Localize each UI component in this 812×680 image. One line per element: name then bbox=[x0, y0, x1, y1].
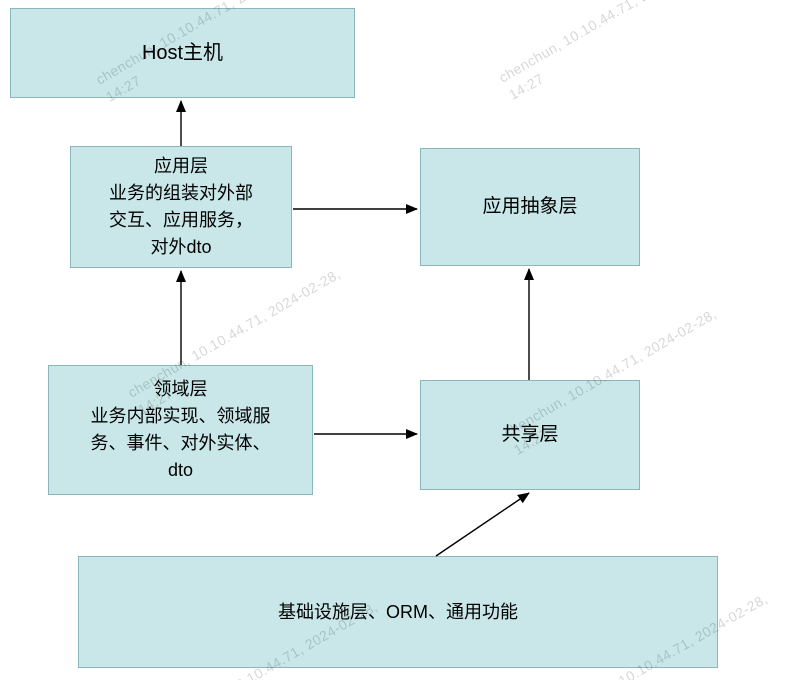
node-application-layer: 应用层 业务的组装对外部 交互、应用服务， 对外dto bbox=[70, 146, 292, 268]
watermark-text: chenchun, 10.10.44.71, 2024-02-28, 14:27 bbox=[496, 0, 714, 104]
node-application-abstraction-layer-label: 应用抽象层 bbox=[482, 195, 578, 217]
node-shared-layer: 共享层 bbox=[420, 380, 640, 490]
node-infrastructure-layer: 基础设施层、ORM、通用功能 bbox=[78, 556, 718, 668]
node-domain-layer: 领域层 业务内部实现、领域服 务、事件、对外实体、 dto bbox=[48, 365, 313, 495]
node-application-layer-label: 应用层 业务的组装对外部 交互、应用服务， 对外dto bbox=[109, 156, 253, 257]
node-domain-layer-label: 领域层 业务内部实现、领域服 务、事件、对外实体、 dto bbox=[90, 379, 271, 480]
node-host-label: Host主机 bbox=[141, 42, 224, 64]
node-application-abstraction-layer: 应用抽象层 bbox=[420, 148, 640, 266]
arrow-infrastructure-to-shared bbox=[435, 492, 530, 557]
node-infrastructure-layer-label: 基础设施层、ORM、通用功能 bbox=[278, 601, 518, 622]
node-host: Host主机 bbox=[10, 8, 355, 98]
node-shared-layer-label: 共享层 bbox=[501, 423, 559, 445]
